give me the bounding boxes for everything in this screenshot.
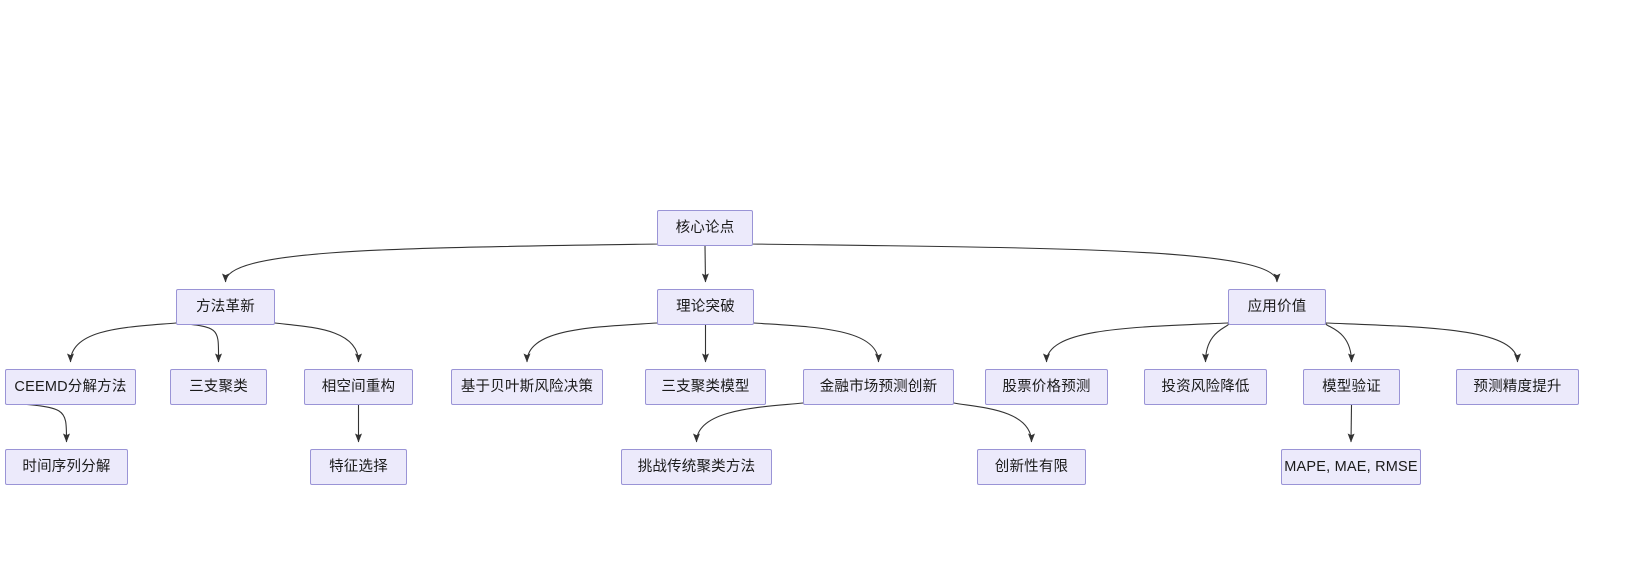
flow-node-label: 三支聚类 (189, 378, 248, 395)
flow-node-c7[interactable]: 股票价格预测 (985, 369, 1108, 405)
flow-edge-m1-to-c1 (67, 320, 226, 363)
flow-node-c5[interactable]: 三支聚类模型 (645, 369, 766, 405)
flow-edge-m3-to-c10 (1276, 320, 1521, 363)
flow-edge-m2-to-c6 (705, 320, 882, 363)
flow-node-label: 股票价格预测 (1002, 378, 1091, 395)
flow-edge-m3-to-c8 (1202, 320, 1278, 363)
flow-node-c8[interactable]: 投资风险降低 (1144, 369, 1267, 405)
flow-node-c10[interactable]: 预测精度提升 (1456, 369, 1579, 405)
flow-edge-root-to-m2 (701, 245, 709, 283)
flow-node-label: 预测精度提升 (1473, 378, 1562, 395)
flow-node-label: 创新性有限 (994, 458, 1069, 475)
flow-node-label: MAPE, MAE, RMSE (1284, 458, 1418, 475)
flow-edge-m1-to-c3 (225, 320, 362, 363)
flow-edge-c1-to-d1 (4, 400, 71, 443)
flow-node-root[interactable]: 核心论点 (657, 210, 753, 246)
flow-node-d4[interactable]: 创新性有限 (977, 449, 1086, 485)
flow-node-label: 时间序列分解 (22, 458, 111, 475)
flow-node-m1[interactable]: 方法革新 (176, 289, 275, 325)
flow-node-c9[interactable]: 模型验证 (1303, 369, 1400, 405)
flow-node-m3[interactable]: 应用价值 (1228, 289, 1326, 325)
flow-edge-c6-to-d3 (693, 400, 879, 443)
flow-node-c1[interactable]: CEEMD分解方法 (5, 369, 136, 405)
flow-node-label: 基于贝叶斯风险决策 (460, 378, 594, 395)
flow-node-d3[interactable]: 挑战传统聚类方法 (621, 449, 772, 485)
flow-edge-root-to-m3 (704, 241, 1281, 283)
flow-node-label: 三支聚类模型 (661, 378, 750, 395)
flow-edge-m3-to-c9 (1276, 320, 1355, 363)
flow-edge-root-to-m1 (222, 241, 706, 283)
flow-edge-c6-to-d4 (878, 400, 1035, 443)
flow-node-label: 挑战传统聚类方法 (637, 458, 756, 475)
flow-node-label: 投资风险降低 (1161, 378, 1250, 395)
flow-node-d5[interactable]: MAPE, MAE, RMSE (1281, 449, 1421, 485)
flow-node-c3[interactable]: 相空间重构 (304, 369, 413, 405)
flow-node-label: 核心论点 (675, 219, 735, 236)
flow-node-label: 应用价值 (1247, 298, 1307, 315)
flow-edge-m1-to-c2 (175, 320, 226, 363)
flow-edge-m2-to-c4 (523, 320, 706, 363)
flow-node-c6[interactable]: 金融市场预测创新 (803, 369, 954, 405)
flow-node-label: 模型验证 (1322, 378, 1381, 395)
flow-node-d1[interactable]: 时间序列分解 (5, 449, 128, 485)
flow-node-label: 相空间重构 (321, 378, 396, 395)
flow-edge-m3-to-c7 (1043, 320, 1278, 363)
flow-node-label: 特征选择 (329, 458, 388, 475)
flow-node-c4[interactable]: 基于贝叶斯风险决策 (451, 369, 603, 405)
flow-edge-c9-to-d5 (1347, 404, 1355, 443)
flow-node-m2[interactable]: 理论突破 (657, 289, 754, 325)
flow-node-c2[interactable]: 三支聚类 (170, 369, 267, 405)
flow-node-d2[interactable]: 特征选择 (310, 449, 407, 485)
flow-node-label: 理论突破 (676, 298, 735, 315)
flow-node-label: CEEMD分解方法 (14, 378, 127, 395)
flow-node-label: 方法革新 (196, 298, 255, 315)
flow-node-label: 金融市场预测创新 (819, 378, 938, 395)
